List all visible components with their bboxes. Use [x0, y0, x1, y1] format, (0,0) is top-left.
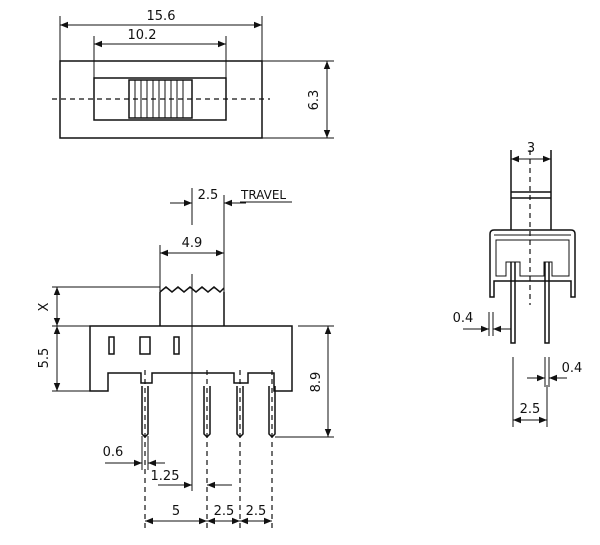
dim-label-total-height: 8.9 — [309, 372, 324, 393]
dim-label-offset: 1.25 — [151, 469, 180, 484]
side-view: 2.5 TRAVEL 4.9 X 5.5 8.9 0.6 1.25 5 2.5 … — [37, 188, 334, 530]
end-bracket — [489, 229, 576, 298]
travel-label: TRAVEL — [240, 188, 286, 202]
actuator-break — [159, 286, 225, 294]
hole-center — [139, 336, 151, 355]
dim-label-overall-length: 15.6 — [147, 9, 176, 24]
dim-label-travel: 2.5 — [198, 188, 219, 203]
actuator — [159, 292, 225, 326]
slot-left — [108, 336, 115, 355]
dim-label-pin-thickness-left: 0.4 — [453, 311, 474, 326]
dim-label-pin-width: 0.6 — [103, 445, 124, 460]
end-actuator — [510, 150, 552, 230]
dim-label-end-actuator-width: 3 — [527, 141, 535, 156]
dim-label-body-height: 5.5 — [37, 348, 52, 369]
dim-label-pin-thickness-right: 0.4 — [562, 361, 583, 376]
body-outline — [89, 325, 293, 392]
dim-label-pitch-2: 2.5 — [246, 504, 267, 519]
slot-right — [173, 336, 180, 355]
pins — [141, 370, 276, 530]
dim-label-actuator-width: 4.9 — [182, 236, 203, 251]
top-view: 15.6 10.2 6.3 — [52, 9, 334, 139]
dim-label-pitch-1: 2.5 — [214, 504, 235, 519]
end-pins — [510, 262, 550, 344]
dim-label-x: X — [37, 302, 52, 311]
dim-label-slot-length: 10.2 — [128, 28, 157, 43]
dim-label-row-spacing: 2.5 — [520, 402, 541, 417]
dim-label-pitch-wide: 5 — [172, 504, 180, 519]
end-view: 3 0.4 0.4 2.5 — [453, 141, 583, 427]
dim-label-height: 6.3 — [307, 90, 322, 111]
